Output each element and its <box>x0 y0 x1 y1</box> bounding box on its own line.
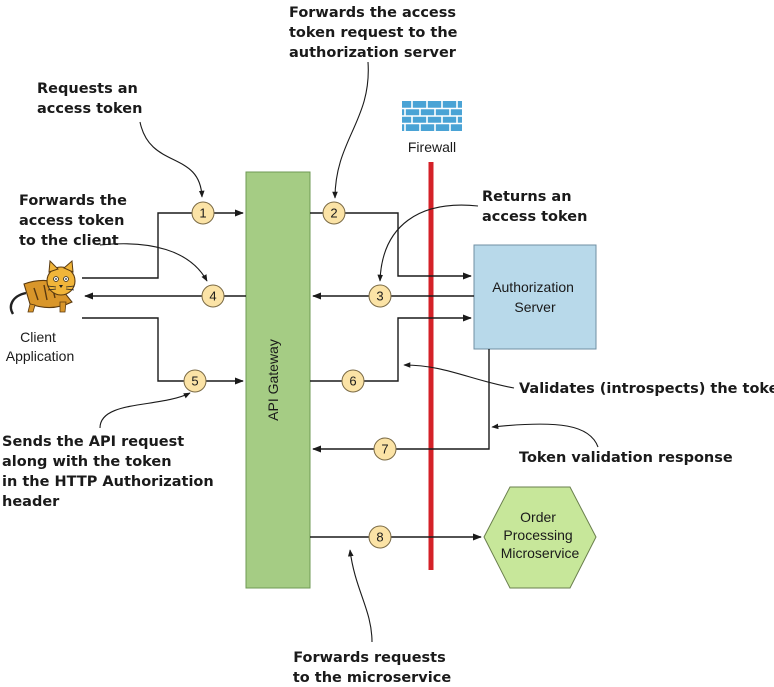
step-badge-5: 5 <box>183 369 207 393</box>
annotation-requests-token: Requests an access token <box>37 81 143 117</box>
order-processing-hexagon <box>483 486 597 589</box>
order-processing-label: Order Processing Microservice <box>501 509 580 561</box>
flow-6-line <box>310 314 472 382</box>
callout-forwards-to-microservice <box>348 549 373 643</box>
step-badge-4: 4 <box>201 284 225 308</box>
flow-7-line <box>312 349 490 453</box>
svg-text:7: 7 <box>381 442 388 457</box>
authorization-server-label: Authorization Server <box>492 279 578 315</box>
callout-forwards-to-client <box>99 243 208 282</box>
step-badge-7: 7 <box>373 437 397 461</box>
callout-validates-token <box>403 362 515 389</box>
client-application-label: Client Application <box>6 329 75 364</box>
annotation-forwards-to-client: Forwards the access token to the client <box>19 193 132 249</box>
client-application-icon <box>9 259 76 315</box>
step-badge-6: 6 <box>341 369 365 393</box>
flow-5-line <box>82 317 244 385</box>
step-badge-1: 1 <box>191 201 215 225</box>
svg-text:5: 5 <box>191 374 198 389</box>
svg-text:2: 2 <box>330 206 337 221</box>
annotation-forwards-request: Forwards the access token request to the… <box>289 5 463 61</box>
annotation-forwards-to-microservice: Forwards requests to the microservice <box>293 650 451 686</box>
firewall-label: Firewall <box>408 139 456 155</box>
svg-text:8: 8 <box>376 530 383 545</box>
annotation-returns-token: Returns an access token <box>482 189 587 225</box>
annotation-validation-response: Token validation response <box>519 450 733 466</box>
authorization-server-box <box>473 244 597 350</box>
callout-validation-response <box>491 423 599 448</box>
firewall-icon <box>402 101 462 131</box>
callout-forwards-request <box>332 61 369 199</box>
step-badge-3: 3 <box>368 284 392 308</box>
callout-returns-token <box>377 204 479 282</box>
svg-text:6: 6 <box>349 374 356 389</box>
api-gateway-box <box>245 171 311 589</box>
annotation-validates-token: Validates (introspects) the token <box>519 381 774 397</box>
step-badge-8: 8 <box>368 525 392 549</box>
step-badge-2: 2 <box>322 201 346 225</box>
svg-text:3: 3 <box>376 289 383 304</box>
annotation-sends-api-request: Sends the API request along with the tok… <box>2 434 219 510</box>
callout-sends-api-request <box>99 392 191 429</box>
svg-text:1: 1 <box>199 206 206 221</box>
api-gateway-label: API Gateway <box>265 339 281 421</box>
flow-2-line <box>310 212 472 280</box>
callout-requests-token <box>139 121 205 198</box>
svg-text:4: 4 <box>209 289 216 304</box>
